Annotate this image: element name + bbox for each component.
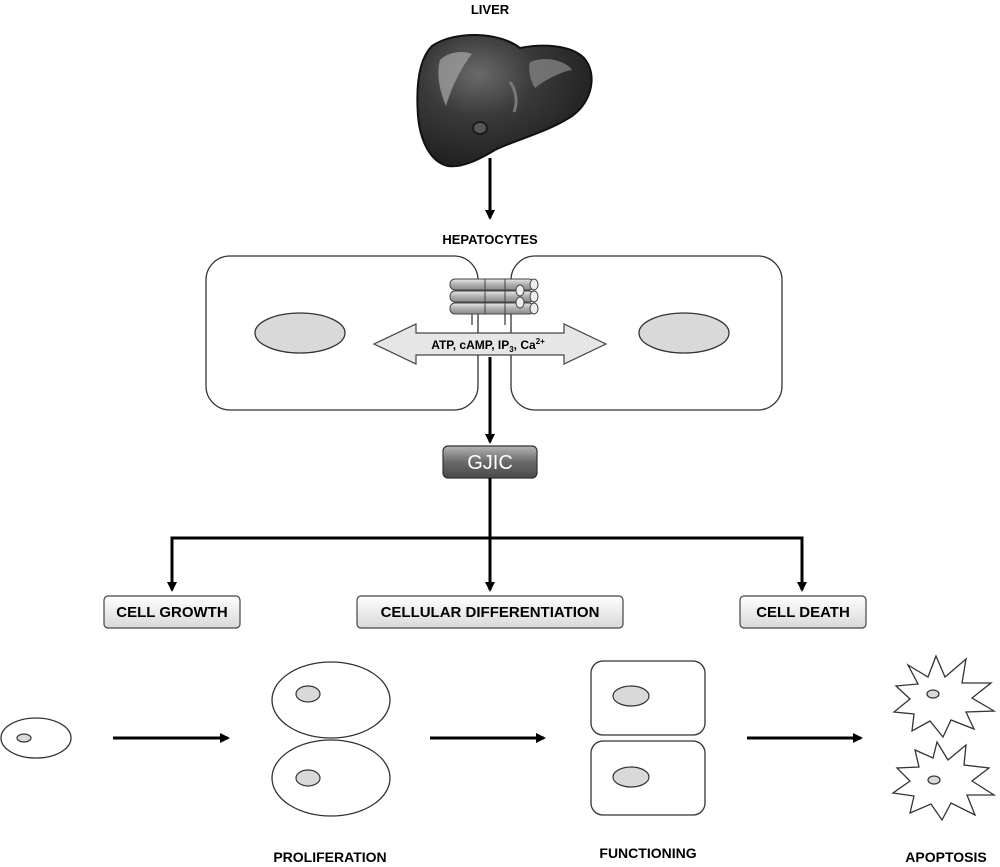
apoptosis-label: APOPTOSIS: [905, 849, 986, 865]
cell-death-label: CELL DEATH: [756, 604, 850, 621]
functioning-cells-icon: [590, 660, 706, 816]
cellular-differentiation-box: [356, 595, 624, 629]
liver-icon: [416, 34, 593, 168]
cell-growth-box: [103, 595, 241, 629]
cell-growth-label: CELL GROWTH: [116, 604, 227, 621]
cellular-differentiation-label: CELLULAR DIFFERENTIATION: [381, 604, 600, 621]
functioning-label: FUNCTIONING: [599, 845, 696, 861]
small-cell-icon: [0, 717, 72, 759]
cell-death-box: [739, 595, 867, 629]
branch-arrows: [167, 478, 807, 592]
hepatocytes-label: HEPATOCYTES: [442, 232, 538, 247]
gjic-label: GJIC: [467, 452, 513, 474]
nucleus-left: [254, 312, 346, 354]
molecule-exchange-double-arrow: [372, 323, 608, 365]
nucleus-right: [638, 312, 730, 354]
apoptotic-cells-icon: [891, 654, 997, 822]
liver-label: LIVER: [471, 2, 510, 17]
gap-junction-channels-icon: [449, 278, 539, 325]
proliferating-cells-icon: [271, 661, 391, 817]
molecules-label: ATP, cAMP, IP3, Ca2+: [431, 337, 545, 354]
proliferation-label: PROLIFERATION: [273, 849, 386, 865]
